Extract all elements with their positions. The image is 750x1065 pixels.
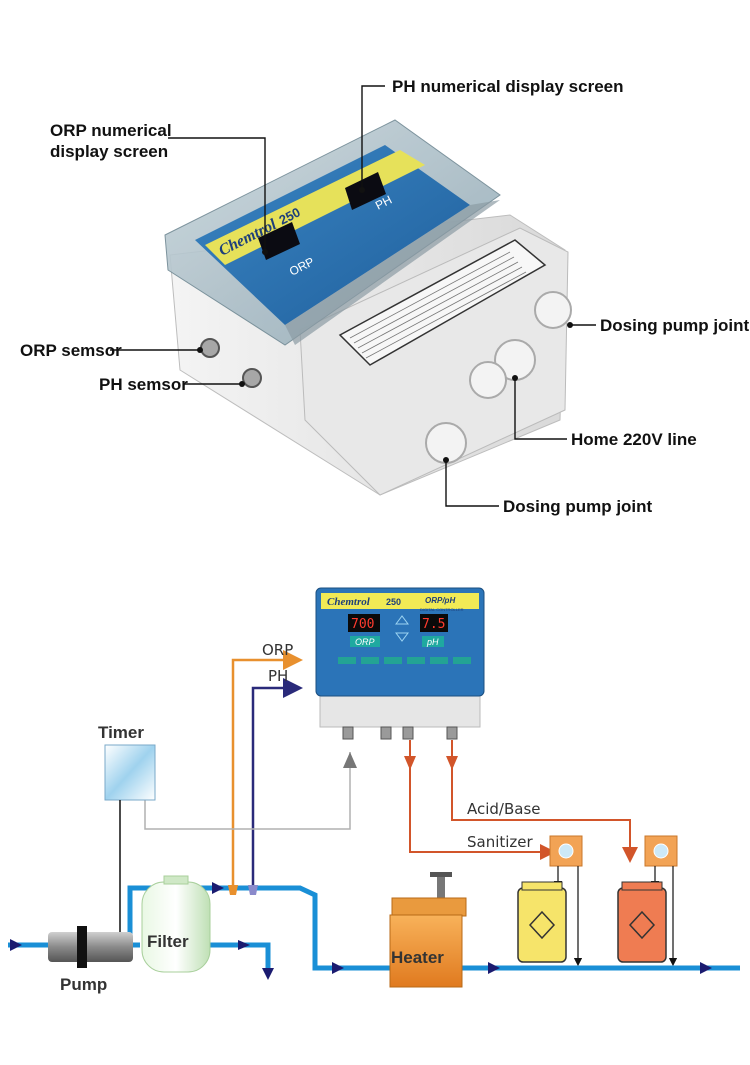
callout-orp-display-line1: ORP numerical bbox=[50, 121, 172, 140]
controller-ph-label: pH bbox=[426, 637, 439, 647]
leader-dosing-bottom bbox=[445, 460, 499, 507]
sanitizer-pump-dial-icon bbox=[558, 843, 574, 859]
leader-orp-display bbox=[168, 137, 266, 252]
pump-label: Pump bbox=[60, 975, 107, 994]
controller-subtitle: ORP/pH bbox=[425, 596, 455, 605]
controller-down-arrow-icon bbox=[395, 632, 409, 642]
acid-diamond-icon bbox=[628, 910, 656, 940]
callout-home-line: Home 220V line bbox=[571, 430, 697, 449]
controller-ph-reading: 7.5 bbox=[422, 617, 445, 632]
heater-top bbox=[391, 897, 467, 917]
ph-probe bbox=[248, 885, 258, 895]
acid-tank-cap bbox=[621, 881, 663, 891]
callout-dots bbox=[197, 187, 573, 463]
ph-signal-line bbox=[251, 678, 303, 890]
device-photo: Chemtrol 250 ORP PH bbox=[164, 119, 572, 496]
orp-signal-line bbox=[231, 650, 303, 890]
heater-stem bbox=[437, 875, 445, 900]
flow-arrows bbox=[10, 882, 712, 980]
gland-home-line-2 bbox=[469, 361, 507, 399]
acid-tank bbox=[617, 887, 667, 963]
orp-probe bbox=[228, 885, 238, 895]
controller-orp-screen bbox=[348, 614, 380, 632]
callout-ph-sensor: PH semsor bbox=[99, 375, 188, 394]
sanitizer-tank-cap bbox=[521, 881, 563, 891]
controller-orp-reading: 700 bbox=[351, 617, 374, 632]
callout-dosing-pump-joint-right: Dosing pump joint bbox=[600, 316, 750, 335]
acid-pump-dial-icon bbox=[653, 843, 669, 859]
filter-tank bbox=[141, 881, 211, 973]
heater-cap bbox=[430, 872, 452, 877]
controller-orp-label: ORP bbox=[355, 637, 375, 647]
sanitizer-dosing-arrow-icon bbox=[404, 756, 416, 770]
ph-screen bbox=[345, 172, 386, 210]
ph-sensor-port bbox=[242, 368, 262, 388]
heater-label: Heater bbox=[391, 948, 444, 967]
controller-ph-tag bbox=[422, 636, 444, 647]
orp-line-label: ORP bbox=[262, 641, 293, 659]
controller-ports bbox=[342, 726, 458, 740]
filter-label: Filter bbox=[147, 932, 189, 951]
controller-model: 250 bbox=[386, 597, 401, 607]
acid-dosing-arrow-icon bbox=[446, 756, 458, 770]
sanitizer-label: Sanitizer bbox=[467, 833, 534, 851]
orp-screen bbox=[258, 222, 300, 260]
orp-sensor-port bbox=[200, 338, 220, 358]
timer-control-line bbox=[144, 752, 351, 830]
timer-label: Timer bbox=[98, 723, 144, 742]
gland-dosing-right bbox=[534, 291, 572, 329]
ph-line-label: PH bbox=[268, 667, 288, 685]
leader-home-line bbox=[514, 378, 567, 440]
flow-diagram: Chemtrol 250 ORP/pH DIGITAL CONTROLLER 7… bbox=[8, 587, 740, 994]
heater-body bbox=[389, 914, 463, 988]
device-ph-label: PH bbox=[373, 193, 394, 213]
pump-body bbox=[48, 932, 133, 962]
acid-base-label: Acid/Base bbox=[467, 800, 541, 818]
sanitizer-tank bbox=[517, 887, 567, 963]
pump-flange bbox=[77, 926, 87, 968]
callout-orp-sensor: ORP semsor bbox=[20, 341, 122, 360]
callout-ph-display: PH numerical display screen bbox=[392, 77, 624, 96]
front-panel bbox=[195, 145, 470, 325]
callout-lines bbox=[110, 85, 596, 507]
controller-up-arrow-icon bbox=[395, 615, 409, 625]
controller-orp-tag bbox=[350, 636, 380, 647]
sanitizer-dosing-line bbox=[409, 740, 556, 860]
lid-edge bbox=[285, 200, 500, 345]
timer-control-arrow-icon bbox=[343, 752, 357, 768]
leader-ph-display bbox=[361, 85, 385, 190]
sanitizer-diamond-icon bbox=[528, 910, 556, 940]
callout-dosing-pump-joint-bottom: Dosing pump joint bbox=[503, 497, 653, 516]
timer-box bbox=[104, 744, 156, 801]
controller-subtitle2: DIGITAL CONTROLLER bbox=[420, 607, 464, 612]
filter-top bbox=[163, 875, 189, 885]
controller-brand: Chemtrol bbox=[327, 596, 371, 608]
terminal-block bbox=[299, 227, 569, 496]
acid-base-dosing-line bbox=[451, 740, 638, 863]
controller-ph-screen bbox=[420, 614, 448, 632]
controller-housing bbox=[319, 694, 481, 728]
callout-orp-display-line2: display screen bbox=[50, 142, 169, 161]
controller-buttons bbox=[338, 657, 471, 664]
controller-banner bbox=[321, 593, 479, 609]
